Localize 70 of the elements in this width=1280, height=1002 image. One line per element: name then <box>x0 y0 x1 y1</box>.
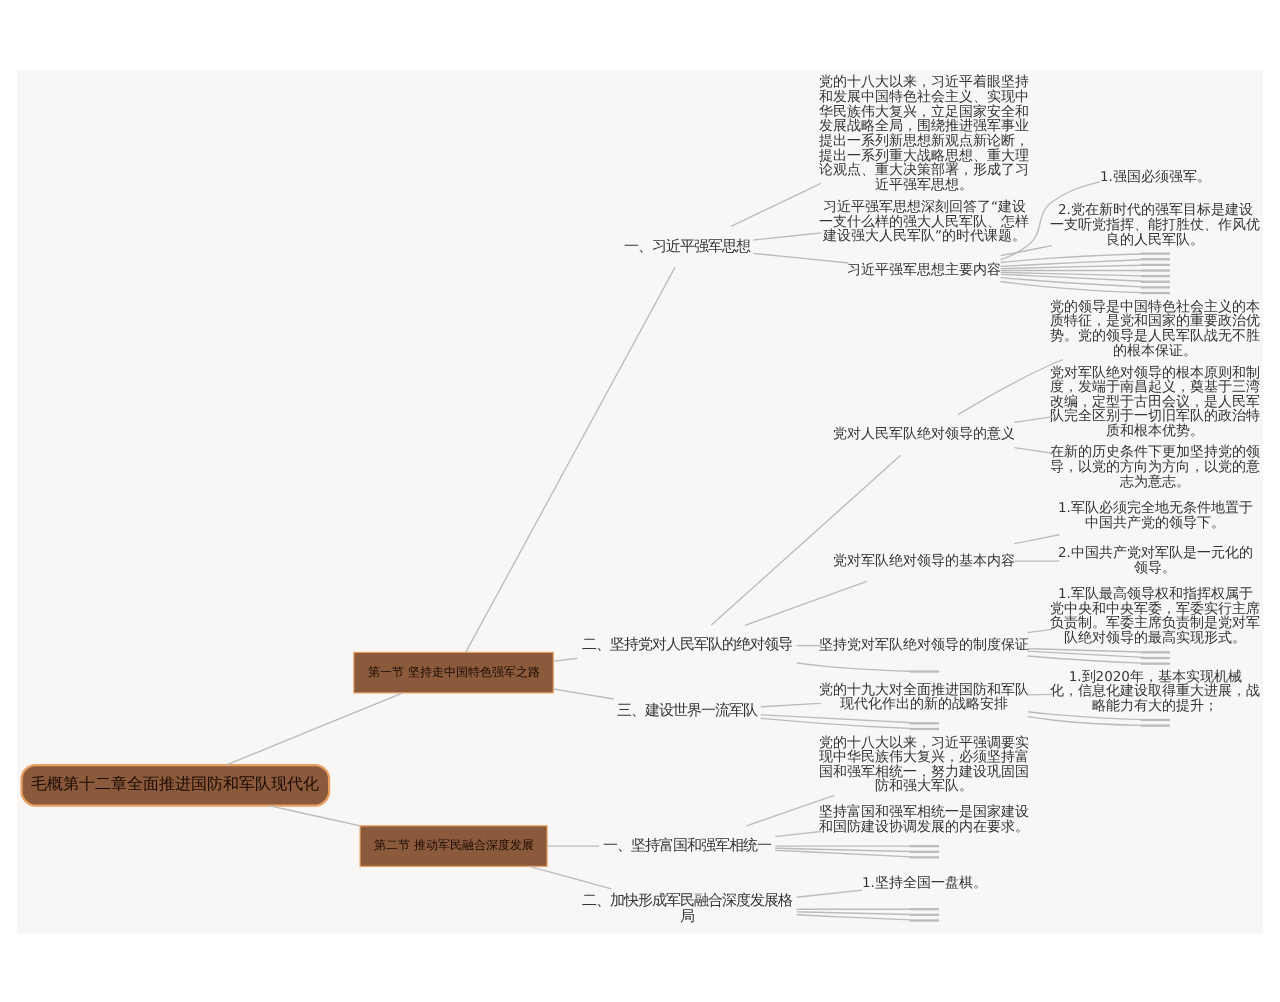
node-bar <box>909 849 940 852</box>
node-bar <box>1140 257 1170 260</box>
connector <box>774 829 822 837</box>
connector <box>752 251 849 263</box>
connector <box>999 180 1101 260</box>
connector <box>999 258 1142 267</box>
node-bar <box>1140 274 1170 277</box>
node-bar <box>909 669 940 672</box>
connector <box>795 910 911 915</box>
connector <box>710 453 902 625</box>
connector <box>795 888 863 897</box>
connector <box>1000 243 1053 256</box>
node-bar <box>1140 262 1170 265</box>
connector <box>999 275 1143 287</box>
connector <box>552 687 615 699</box>
connector <box>1013 559 1061 561</box>
connector <box>730 181 822 227</box>
connector <box>796 661 911 671</box>
connector <box>957 357 1064 415</box>
connector <box>1026 654 1142 663</box>
connector <box>1026 692 1053 695</box>
node-bar <box>1140 290 1170 294</box>
connector <box>1013 533 1061 544</box>
node-bar <box>909 912 940 915</box>
connector <box>796 913 911 920</box>
node-bar <box>1140 723 1170 726</box>
connector <box>744 579 868 625</box>
connector <box>1000 270 1142 276</box>
connector <box>752 231 822 240</box>
connector <box>774 846 911 852</box>
connector <box>1013 445 1053 453</box>
connector <box>1013 415 1053 422</box>
connector <box>999 279 1142 293</box>
connector <box>745 793 835 826</box>
connector <box>760 716 911 729</box>
connector <box>1026 646 1142 652</box>
connector <box>1026 627 1053 633</box>
connector <box>1000 272 1144 281</box>
connector <box>795 907 911 909</box>
node-bar <box>1140 279 1170 282</box>
connector <box>1000 263 1142 269</box>
node-bar <box>1140 661 1170 664</box>
node-bar <box>1140 717 1170 721</box>
connector <box>999 252 1142 263</box>
node-bar <box>909 907 940 910</box>
node-bar <box>1140 268 1170 271</box>
connector <box>528 864 613 889</box>
node-bar <box>909 918 940 921</box>
node-bar <box>1140 251 1170 254</box>
connector <box>546 844 600 846</box>
node-bar <box>1140 655 1170 659</box>
node-bar <box>909 855 940 858</box>
node-bar <box>909 844 940 847</box>
connector <box>552 656 579 661</box>
connector <box>225 691 404 765</box>
connector <box>268 803 361 826</box>
node-bar <box>1140 650 1170 653</box>
connector <box>760 701 822 707</box>
connector <box>465 265 676 652</box>
connector <box>774 844 911 846</box>
connector <box>774 848 913 857</box>
connector <box>1027 710 1142 720</box>
node-bar <box>909 726 940 730</box>
node-bar <box>909 721 940 724</box>
node-bar <box>1140 285 1170 288</box>
connector <box>795 643 822 646</box>
connector <box>1026 649 1145 658</box>
connector <box>760 713 913 723</box>
connector <box>1000 268 1142 271</box>
connector <box>1027 715 1142 726</box>
